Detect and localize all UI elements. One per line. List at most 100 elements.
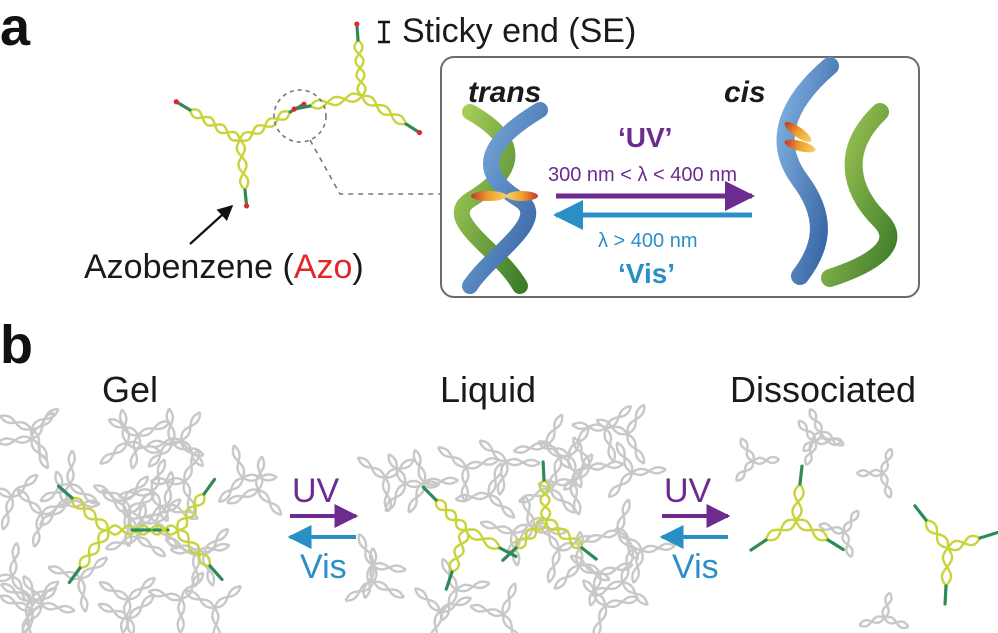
sticky-end [798,464,804,486]
trans-label: trans [468,76,542,109]
network-strand [357,456,386,479]
network-strand [0,496,15,531]
network-strand [0,414,32,431]
network-strand [212,607,220,633]
network-strand [167,407,175,443]
y-motif-arm [795,518,829,542]
network-strand [11,575,33,606]
y-motif-arm [361,94,408,125]
gel-network-background [0,407,283,633]
network-strand [883,615,909,630]
vis-arrow-label-1: Vis [300,548,347,586]
sticky-end [913,504,928,522]
network-strand [572,436,591,469]
network-strand [546,549,561,583]
sticky-end [292,104,312,111]
network-strand [147,442,174,468]
network-strand [454,493,490,501]
cis-helix [776,57,898,287]
network-strand [384,459,415,479]
network-strand [99,442,129,465]
network-strand [128,617,136,633]
network-strand [146,439,182,447]
network-strand [479,439,507,463]
network-strand [257,488,282,517]
sticky-end [498,546,518,559]
network-strand [93,484,125,502]
network-strand [185,589,215,610]
y-motif-arm [238,111,292,141]
network-strand [126,618,133,633]
azo-dot [243,203,250,209]
sticky-end [826,538,845,552]
network-strand [843,531,852,559]
network-strand [464,458,500,468]
network-strand [881,592,893,619]
network-strand [616,499,631,532]
sticky-end [56,484,74,500]
sticky-end [421,485,438,502]
sticky-end-label: Sticky end (SE) [402,12,637,50]
sticky-end [355,22,360,42]
network-strand [496,461,509,496]
network-strand [0,573,13,578]
network-strand [455,582,491,591]
network-strand [99,580,129,601]
network-strand [10,474,39,498]
sticky-end [943,584,948,606]
network-strand [127,577,157,600]
y-motif-arm [538,479,551,521]
network-strand [108,418,139,437]
network-strand [9,542,20,577]
network-strand [166,503,199,520]
network-strand [604,405,633,429]
network-strand [570,554,600,575]
y-motif-arm [309,95,363,110]
y-dna-motifs [56,21,998,606]
network-strand [242,473,278,482]
network-strand [180,572,205,600]
stage-label-gel: Gel [102,369,159,410]
network-strand [154,498,182,523]
network-strand [423,477,459,485]
network-strand [818,522,845,535]
network-strand [104,536,139,550]
network-strand [626,404,646,434]
network-strand [128,594,156,619]
network-strand [532,525,567,536]
network-strand [17,488,42,515]
network-strand [537,440,569,458]
network-strand [553,565,581,590]
vis-arrow-label-2: Vis [672,548,719,586]
y-motif-arm [451,529,470,574]
uv-arrow-label-2: UV [664,472,712,510]
network-strand [179,412,202,441]
network-strand [137,536,166,558]
network-strand [66,449,77,485]
zoom-leader-line [309,139,440,195]
azo-dot [173,99,179,105]
network-strand [387,452,406,485]
network-strand [213,585,242,609]
panel-b-letter: b [0,315,33,375]
vis-label: ‘Vis’ [618,258,676,289]
network-strand [47,565,81,581]
network-strand [29,587,58,611]
network-strand [79,577,87,613]
y-motif-arm [235,139,248,191]
network-strand [584,530,620,542]
azobenzene-label: Azobenzene (Azo) [84,250,364,284]
network-strand [440,589,458,621]
network-strand [38,503,68,527]
azobenzene-label-highlight: Azo [293,248,353,286]
network-strand [225,489,260,504]
network-strand [413,448,426,484]
network-strand [616,441,633,474]
sticky-end [749,538,768,552]
network-strand [358,532,374,567]
sticky-end [978,531,998,540]
network-strand [548,456,563,490]
network-strand [501,582,517,615]
network-strand [523,494,534,530]
